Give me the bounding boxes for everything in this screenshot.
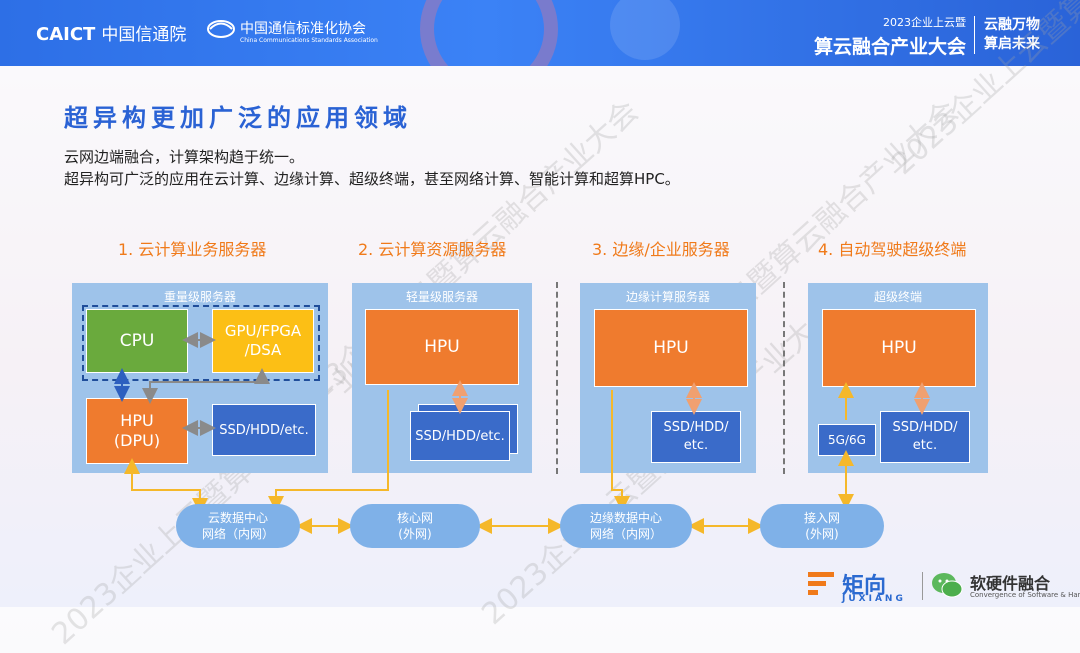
link-server3-cloud3 <box>611 472 630 512</box>
link-server2-cloud1 <box>268 472 389 512</box>
hpu-box-3: HPU <box>594 309 748 387</box>
panel-title-4: 超级终端 <box>873 290 922 304</box>
panel-title-2: 轻量级服务器 <box>405 290 478 304</box>
column-separator <box>783 282 785 474</box>
conference-name: 2023企业上云暨 算云融合产业大会 <box>814 14 966 59</box>
cloud-access-network: 接入网 (外网) <box>760 504 884 548</box>
juxiang-logo-text: 矩向 <box>842 574 887 599</box>
hpu-box-2: HPU <box>365 309 519 385</box>
storage-box-4: SSD/HDD/ etc. <box>880 411 970 463</box>
page-title: 超异构更加广泛的应用领域 <box>64 104 412 132</box>
description-line2: 超异构可广泛的应用在云计算、边缘计算、超级终端，甚至网络计算、智能计算和超算HP… <box>64 170 680 188</box>
cloud-dc-network: 云数据中心 网络（内网） <box>176 504 300 548</box>
ccsa-logo-en: China Communications Standards Associati… <box>240 37 378 44</box>
ccsa-logo-cn: 中国通信标准化协会 <box>240 21 366 37</box>
column-title-2: 2. 云计算资源服务器 <box>358 240 507 259</box>
storage-box-2: SSD/HDD/etc. <box>410 411 510 461</box>
decor-ring <box>420 0 558 66</box>
slogan-line2: 算启未来 <box>984 36 1040 52</box>
description: 云网边端融合，计算架构趋于统一。 超异构可广泛的应用在云计算、边缘计算、超级终端… <box>64 146 680 190</box>
convergence-logo-sub: Convergence of Software & Hardware <box>970 591 1080 599</box>
slogan-line1: 云融万物 <box>984 17 1040 33</box>
connectors <box>114 332 930 534</box>
cloud-edge-dc-network: 边缘数据中心 网络（内网） <box>560 504 692 548</box>
column-separator <box>556 282 558 474</box>
hpu-dpu-box: HPU (DPU) <box>86 398 188 464</box>
header-divider <box>974 16 975 54</box>
gpu-fpga-dsa-box: GPU/FPGA /DSA <box>212 309 314 373</box>
caict-logo-cn: 中国信通院 <box>101 25 187 45</box>
description-line1: 云网边端融合，计算架构趋于统一。 <box>64 148 305 166</box>
column-title-4: 4. 自动驾驶超级终端 <box>818 240 967 259</box>
convergence-logo-text: 软硬件融合 <box>970 574 1051 593</box>
conference-line1: 2023企业上云暨 <box>883 16 966 29</box>
panel-title-3: 边缘计算服务器 <box>625 290 710 304</box>
slogan: 云融万物 算启未来 <box>984 16 1040 54</box>
network-5g6g-box: 5G/6G <box>818 424 876 456</box>
gpu-hpu-link <box>142 368 270 404</box>
caict-logo-text: CAICT <box>36 24 96 45</box>
wechat-icon <box>932 573 963 598</box>
juxiang-logo-sub: JUXIANG <box>842 594 906 604</box>
ccsa-emblem-icon <box>207 20 235 38</box>
footer-divider <box>922 572 923 600</box>
storage-box-1: SSD/HDD/etc. <box>212 404 316 456</box>
panel-title-1: 重量级服务器 <box>163 290 236 304</box>
hpu-box-4: HPU <box>822 309 976 387</box>
ccsa-logo: 中国通信标准化协会 China Communications Standards… <box>206 16 378 46</box>
cpu-box: CPU <box>86 309 188 373</box>
column-title-1: 1. 云计算业务服务器 <box>118 240 267 259</box>
link-hpu-cloud1 <box>124 458 208 514</box>
cloud-core-network: 核心网 (外网) <box>350 504 480 548</box>
storage-box-3: SSD/HDD/ etc. <box>651 411 741 463</box>
conference-line2: 算云融合产业大会 <box>813 36 966 58</box>
column-title-3: 3. 边缘/企业服务器 <box>592 240 730 259</box>
juxiang-emblem-icon <box>808 572 834 595</box>
decor-circle <box>610 0 680 60</box>
